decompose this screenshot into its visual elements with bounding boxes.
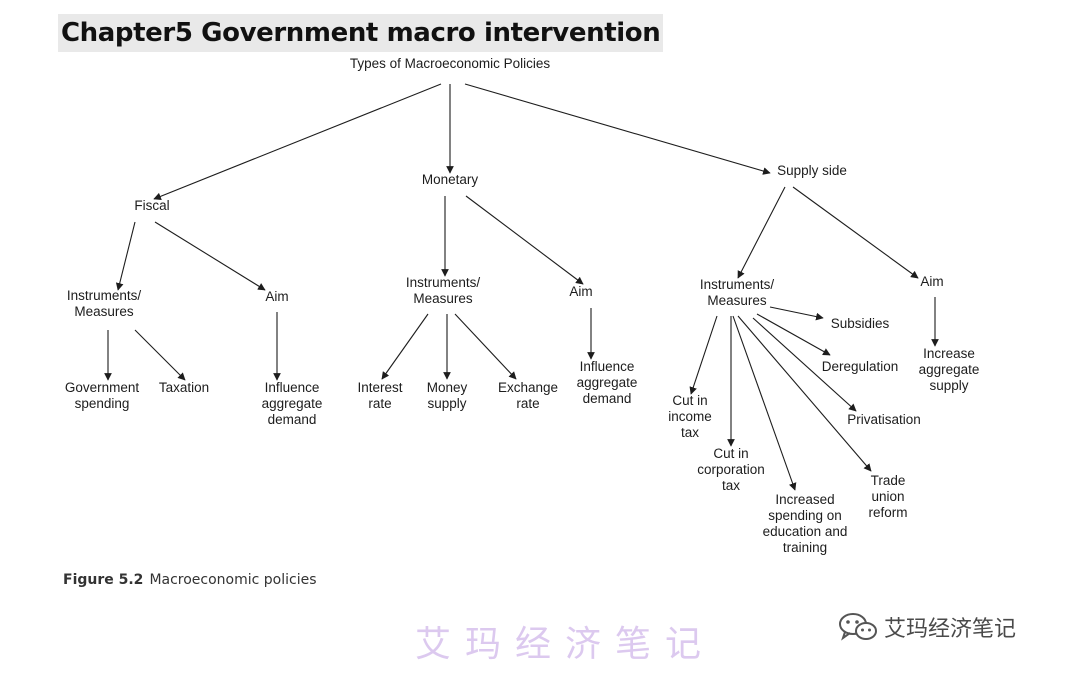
node-f-instr: Instruments/Measures	[67, 288, 142, 319]
arrow-s_instr-to-s_inc	[689, 315, 718, 395]
brand-badge: 艾玛经济笔记	[838, 610, 1016, 644]
node-line: aggregate	[577, 375, 638, 390]
brand-name: 艾玛经济笔记	[884, 617, 1017, 642]
node-line: Privatisation	[847, 412, 921, 427]
node-line: aggregate	[262, 396, 323, 411]
node-line: demand	[583, 391, 632, 406]
node-s-instr: Instruments/Measures	[700, 277, 775, 308]
node-line: spending	[75, 396, 130, 411]
arrow-supply-to-s_instr	[737, 186, 786, 279]
node-line: tax	[722, 478, 740, 493]
node-line: Interest	[357, 380, 402, 395]
node-line: Increased	[775, 492, 834, 507]
node-line: Measures	[413, 291, 473, 306]
node-line: education and	[763, 524, 848, 539]
arrow-fiscal-to-f_aim	[154, 221, 266, 291]
node-s-priv: Privatisation	[847, 412, 921, 427]
figure-caption: Figure 5.2 Macroeconomic policies	[63, 572, 317, 588]
node-line: spending on	[768, 508, 842, 523]
node-line: Cut in	[713, 446, 748, 461]
arrow-root-to-supply	[464, 83, 771, 175]
node-line: supply	[929, 378, 968, 393]
node-line: Deregulation	[822, 359, 899, 374]
figure-number: Figure 5.2	[63, 572, 144, 588]
node-line: Aim	[265, 289, 288, 304]
node-f-tax: Taxation	[159, 380, 209, 395]
arrow-s_instr-to-s_edu	[732, 315, 797, 491]
arrow-s_instr-to-s_subs	[769, 306, 824, 321]
node-line: Aim	[569, 284, 592, 299]
arrow-s_instr-to-s_priv	[752, 317, 857, 412]
node-line: tax	[681, 425, 699, 440]
node-s-subs: Subsidies	[831, 316, 890, 331]
figure-caption-text: Macroeconomic policies	[149, 572, 317, 588]
node-root: Types of Macroeconomic Policies	[350, 56, 551, 71]
node-line: union	[871, 489, 904, 504]
node-m-instr: Instruments/Measures	[406, 275, 481, 306]
node-line: aggregate	[919, 362, 980, 377]
page-heading: Chapter5 Government macro intervention	[58, 14, 664, 52]
node-line: Taxation	[159, 380, 209, 395]
node-line: Supply side	[777, 163, 847, 178]
node-fiscal: Fiscal	[134, 198, 169, 213]
node-line: Increase	[923, 346, 975, 361]
node-line: Instruments/	[67, 288, 142, 303]
node-line: Trade	[871, 473, 906, 488]
node-monetary: Monetary	[422, 172, 479, 187]
node-line: Instruments/	[406, 275, 481, 290]
arrow-m_instr-to-m_int	[381, 313, 429, 380]
node-line: supply	[427, 396, 466, 411]
arrow-m_instr-to-m_exch	[454, 313, 517, 380]
node-line: Monetary	[422, 172, 479, 187]
arrow-monetary-to-m_aim	[465, 195, 584, 285]
arrow-fiscal-to-f_instr	[115, 221, 136, 291]
watermark-text: 艾玛经济笔记	[415, 624, 716, 665]
node-line: Subsidies	[831, 316, 890, 331]
node-line: Measures	[707, 293, 767, 308]
node-line: Types of Macroeconomic Policies	[350, 56, 551, 71]
node-line: Instruments/	[700, 277, 775, 292]
node-s-aim: Aim	[920, 274, 943, 289]
node-f-aim: Aim	[265, 289, 288, 304]
node-line: Influence	[265, 380, 320, 395]
node-line: demand	[268, 412, 317, 427]
arrow-root-to-fiscal	[153, 83, 442, 200]
node-line: Government	[65, 380, 140, 395]
node-line: Influence	[580, 359, 635, 374]
wechat-icon	[839, 613, 877, 641]
node-line: rate	[368, 396, 391, 411]
node-line: Measures	[74, 304, 134, 319]
node-line: income	[668, 409, 712, 424]
arrow-f_instr-to-f_tax	[134, 329, 186, 381]
arrow-s_instr-to-s_union	[737, 315, 872, 472]
node-line: rate	[516, 396, 539, 411]
node-supply: Supply side	[777, 163, 847, 178]
node-line: training	[783, 540, 827, 555]
arrow-s_instr-to-s_dereg	[756, 313, 831, 356]
node-line: corporation	[697, 462, 765, 477]
node-line: Aim	[920, 274, 943, 289]
node-line: Money	[427, 380, 468, 395]
node-line: reform	[868, 505, 907, 520]
node-line: Exchange	[498, 380, 558, 395]
node-s-dereg: Deregulation	[822, 359, 899, 374]
node-m-aim: Aim	[569, 284, 592, 299]
node-line: Cut in	[672, 393, 707, 408]
node-line: Fiscal	[134, 198, 169, 213]
arrow-supply-to-s_aim	[792, 186, 919, 279]
